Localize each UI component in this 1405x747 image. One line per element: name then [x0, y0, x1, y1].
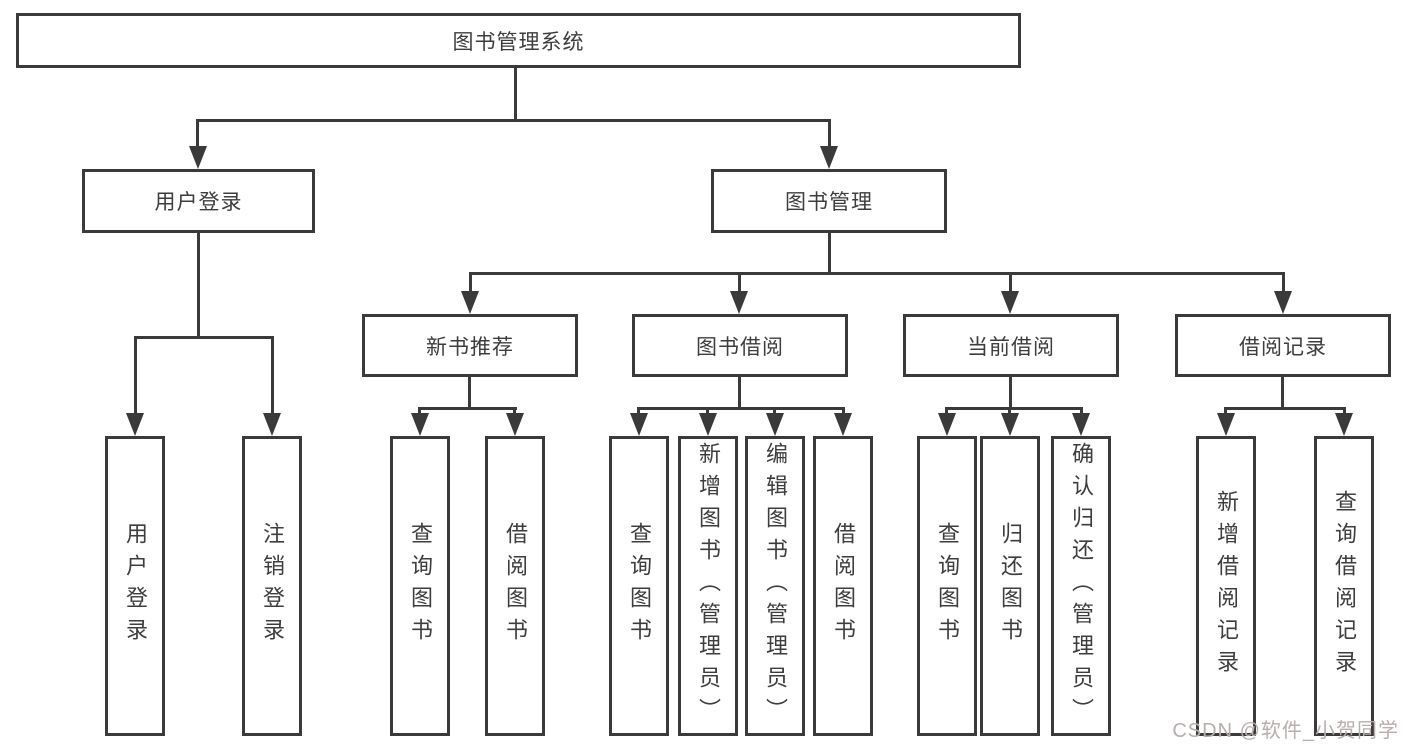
arrow-down-icon	[1001, 291, 1019, 314]
leaf-nbr-query-book: 查询图书	[390, 436, 450, 736]
connector-line	[738, 272, 741, 293]
connector-line	[828, 119, 831, 149]
connector-line	[514, 68, 517, 122]
connector-line	[1080, 407, 1083, 415]
connector-line	[637, 407, 640, 415]
connector-line	[1224, 407, 1346, 410]
node-book-borrow-label: 图书借阅	[696, 335, 784, 359]
node-root: 图书管理系统	[16, 13, 1021, 68]
leaf-bb-edit-book-admin-label: 编辑图书（管理员）	[763, 442, 788, 730]
connector-line	[418, 407, 421, 415]
connector-line	[196, 119, 831, 122]
arrow-down-icon	[834, 413, 852, 436]
connector-line	[773, 407, 776, 415]
node-book-management: 图书管理	[711, 169, 947, 233]
arrow-down-icon	[938, 413, 956, 436]
arrow-down-icon	[1001, 413, 1019, 436]
arrow-down-icon	[189, 146, 207, 169]
arrow-down-icon	[263, 413, 281, 436]
node-borrow-records: 借阅记录	[1175, 314, 1391, 377]
node-book-borrow: 图书借阅	[632, 314, 848, 377]
arrow-down-icon	[126, 413, 144, 436]
leaf-cb-query-book: 查询图书	[917, 436, 977, 736]
csdn-watermark: CSDN @软件_小贺同学	[1172, 720, 1399, 742]
leaf-bb-query-book-label: 查询图书	[627, 522, 652, 650]
arrow-down-icon	[1274, 291, 1292, 314]
arrow-down-icon	[506, 413, 524, 436]
connector-line	[134, 336, 137, 415]
leaf-br-add-record-label: 新增借阅记录	[1214, 490, 1239, 682]
connector-line	[828, 233, 831, 275]
leaf-bb-add-book-admin-label: 新增图书（管理员）	[696, 442, 721, 730]
connector-line	[134, 336, 274, 339]
leaf-logout: 注销登录	[242, 436, 302, 736]
connector-line	[842, 407, 845, 415]
arrow-down-icon	[699, 413, 717, 436]
leaf-cb-confirm-return-admin-label: 确认归还（管理员）	[1069, 442, 1094, 730]
arrow-down-icon	[1217, 413, 1235, 436]
connector-line	[513, 407, 516, 415]
leaf-br-query-record: 查询借阅记录	[1314, 436, 1374, 736]
node-borrow-records-label: 借阅记录	[1239, 335, 1327, 359]
connector-line	[468, 377, 471, 410]
connector-line	[1224, 407, 1227, 415]
leaf-user-login-label: 用户登录	[123, 522, 148, 650]
leaf-br-add-record: 新增借阅记录	[1196, 436, 1256, 736]
arrow-down-icon	[1072, 413, 1090, 436]
connector-line	[271, 336, 274, 415]
leaf-cb-return-book-label: 归还图书	[998, 522, 1023, 650]
arrow-down-icon	[461, 291, 479, 314]
leaf-bb-add-book-admin: 新增图书（管理员）	[678, 436, 738, 736]
leaf-nbr-borrow-book-label: 借阅图书	[503, 522, 528, 650]
leaf-cb-confirm-return-admin: 确认归还（管理员）	[1051, 436, 1111, 736]
node-user-login: 用户登录	[82, 169, 315, 233]
leaf-bb-edit-book-admin: 编辑图书（管理员）	[745, 436, 805, 736]
node-user-login-label: 用户登录	[154, 191, 243, 214]
leaf-bb-borrow-book: 借阅图书	[813, 436, 873, 736]
connector-line	[1343, 407, 1346, 415]
connector-line	[738, 377, 741, 410]
connector-line	[1009, 377, 1012, 410]
node-book-management-label: 图书管理	[785, 191, 873, 214]
connector-line	[637, 407, 845, 410]
connector-line	[1281, 377, 1284, 410]
leaf-nbr-query-book-label: 查询图书	[408, 522, 433, 650]
arrow-down-icon	[411, 413, 429, 436]
leaf-user-login: 用户登录	[105, 436, 165, 736]
arrow-down-icon	[766, 413, 784, 436]
leaf-nbr-borrow-book: 借阅图书	[485, 436, 545, 736]
connector-line	[196, 119, 199, 149]
connector-line	[197, 233, 200, 339]
connector-line	[1008, 407, 1011, 415]
leaf-cb-query-book-label: 查询图书	[935, 522, 960, 650]
node-root-label: 图书管理系统	[452, 30, 585, 54]
node-current-borrow-label: 当前借阅	[967, 335, 1055, 359]
arrow-down-icon	[730, 291, 748, 314]
connector-line	[706, 407, 709, 415]
leaf-cb-return-book: 归还图书	[980, 436, 1040, 736]
connector-line	[418, 407, 517, 410]
leaf-logout-label: 注销登录	[260, 522, 285, 650]
leaf-bb-query-book: 查询图书	[609, 436, 669, 736]
arrow-down-icon	[1335, 413, 1353, 436]
node-new-book-recommend-label: 新书推荐	[426, 335, 514, 359]
node-new-book-recommend: 新书推荐	[362, 314, 578, 377]
leaf-bb-borrow-book-label: 借阅图书	[831, 522, 856, 650]
connector-line	[945, 407, 1083, 410]
leaf-br-query-record-label: 查询借阅记录	[1332, 490, 1357, 682]
connector-line	[469, 272, 1285, 275]
arrow-down-icon	[630, 413, 648, 436]
node-current-borrow: 当前借阅	[903, 314, 1119, 377]
connector-line	[1009, 272, 1012, 293]
connector-line	[1282, 272, 1285, 293]
arrow-down-icon	[820, 146, 838, 169]
connector-line	[945, 407, 948, 415]
connector-line	[469, 272, 472, 293]
